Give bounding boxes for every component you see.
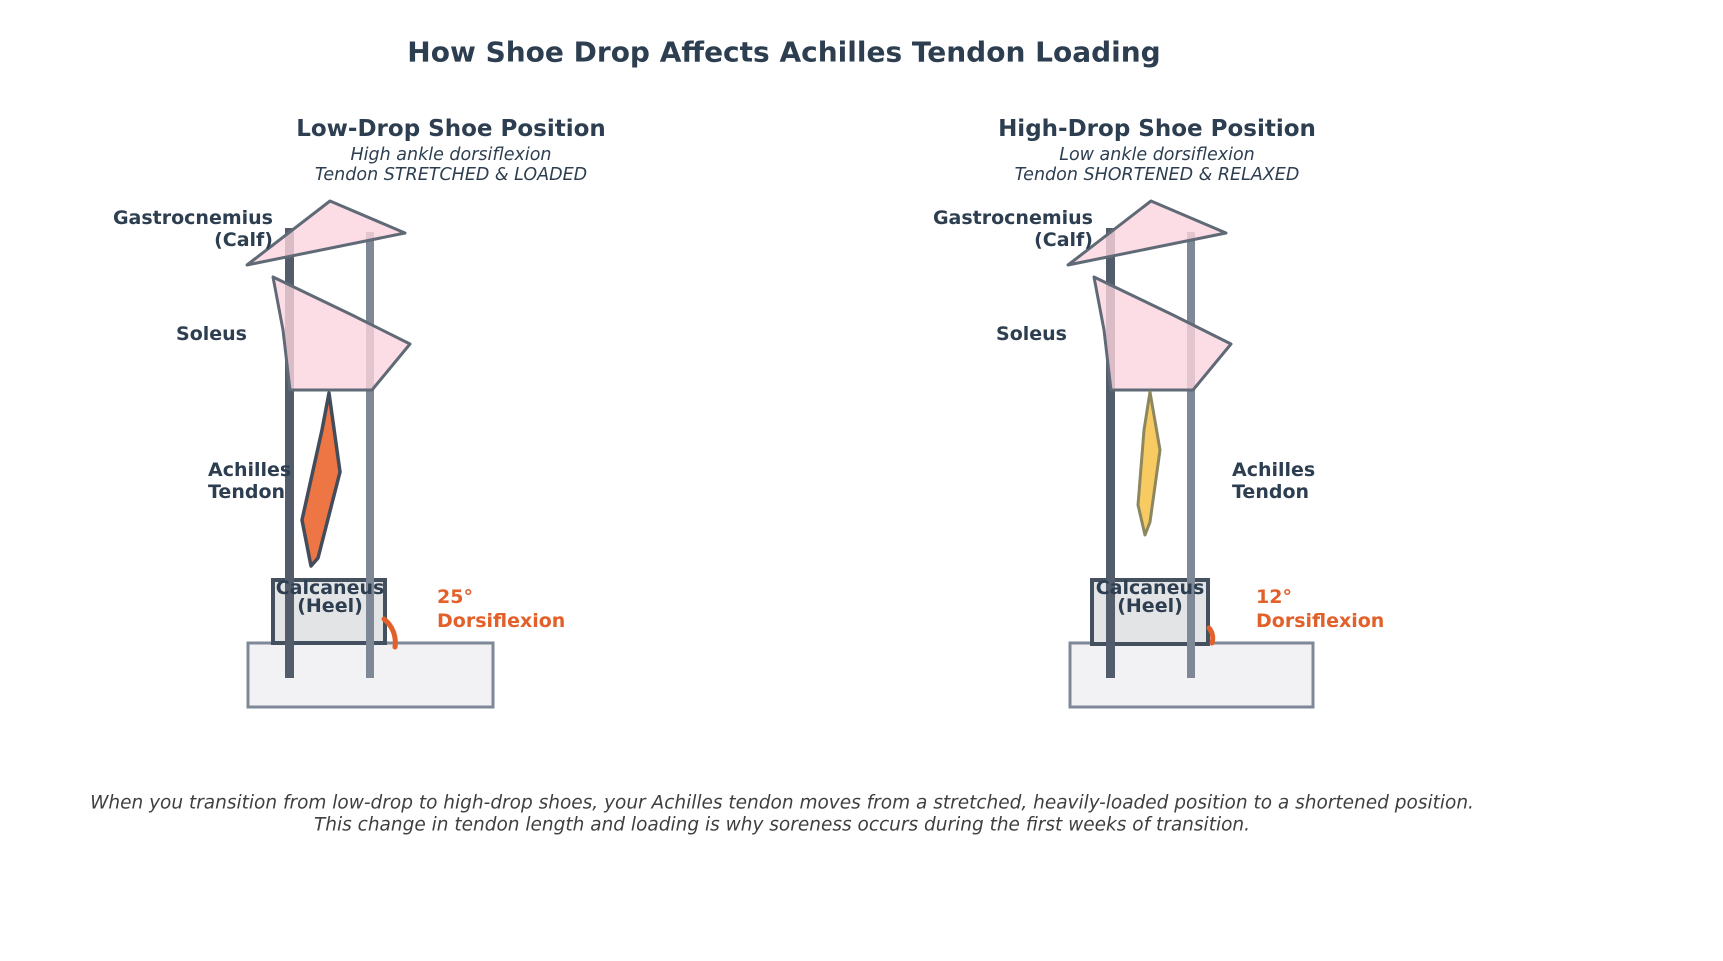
achilles-tendon-label-line2: Tendon bbox=[208, 481, 285, 503]
soleus-muscle-shape bbox=[1092, 275, 1233, 392]
achilles-tendon-label: Achilles bbox=[1232, 459, 1315, 481]
soleus-muscle-shape bbox=[271, 275, 412, 392]
gastrocnemius-label: Gastrocnemius bbox=[113, 207, 273, 229]
fibula-bone-bar bbox=[1187, 232, 1195, 678]
right-panel-subtitle-1: Low ankle dorsiflexion bbox=[1059, 145, 1255, 165]
gastrocnemius-muscle-shape bbox=[1066, 199, 1228, 267]
left-panel-heading: Low-Drop Shoe Position bbox=[296, 116, 606, 142]
gastrocnemius-muscle-shape bbox=[245, 199, 407, 267]
soleus-label: Soleus bbox=[996, 323, 1067, 345]
explanation-caption-line1: When you transition from low-drop to hig… bbox=[90, 793, 1474, 814]
dorsiflexion-angle-value: 25° bbox=[437, 586, 473, 608]
tibia-bone-bar bbox=[285, 228, 294, 678]
page-title: How Shoe Drop Affects Achilles Tendon Lo… bbox=[407, 36, 1160, 69]
achilles-tendon-relaxed-shape bbox=[1136, 390, 1162, 537]
calcaneus-label: Calcaneus bbox=[1096, 577, 1205, 599]
achilles-tendon-label: Achilles bbox=[208, 459, 291, 481]
calcaneus-label-line2: (Heel) bbox=[1117, 595, 1183, 617]
achilles-tendon-stretched-shape bbox=[300, 391, 342, 568]
tibia-bone-bar bbox=[1106, 228, 1115, 678]
gastrocnemius-label: Gastrocnemius bbox=[933, 207, 1093, 229]
calcaneus-label: Calcaneus bbox=[276, 577, 385, 599]
right-panel-subtitle-2: Tendon SHORTENED & RELAXED bbox=[1015, 165, 1300, 185]
dorsiflexion-angle-caption: Dorsiflexion bbox=[437, 610, 565, 632]
gastrocnemius-label-line2: (Calf) bbox=[1034, 229, 1093, 251]
left-figure bbox=[245, 199, 495, 709]
dorsiflexion-angle-arc bbox=[1206, 625, 1216, 646]
right-figure bbox=[1066, 199, 1315, 709]
explanation-caption-line2: This change in tendon length and loading… bbox=[314, 815, 1250, 836]
left-panel-subtitle-1: High ankle dorsiflexion bbox=[350, 145, 551, 165]
left-panel-subtitle-2: Tendon STRETCHED & LOADED bbox=[315, 165, 587, 185]
fibula-bone-bar bbox=[366, 232, 374, 678]
achilles-tendon-label-line2: Tendon bbox=[1232, 481, 1309, 503]
right-panel-heading: High-Drop Shoe Position bbox=[998, 116, 1316, 142]
dorsiflexion-angle-caption: Dorsiflexion bbox=[1256, 610, 1384, 632]
calcaneus-label-line2: (Heel) bbox=[297, 595, 363, 617]
soleus-label: Soleus bbox=[176, 323, 247, 345]
gastrocnemius-label-line2: (Calf) bbox=[214, 229, 273, 251]
dorsiflexion-angle-arc bbox=[381, 616, 398, 650]
dorsiflexion-angle-value: 12° bbox=[1256, 586, 1292, 608]
